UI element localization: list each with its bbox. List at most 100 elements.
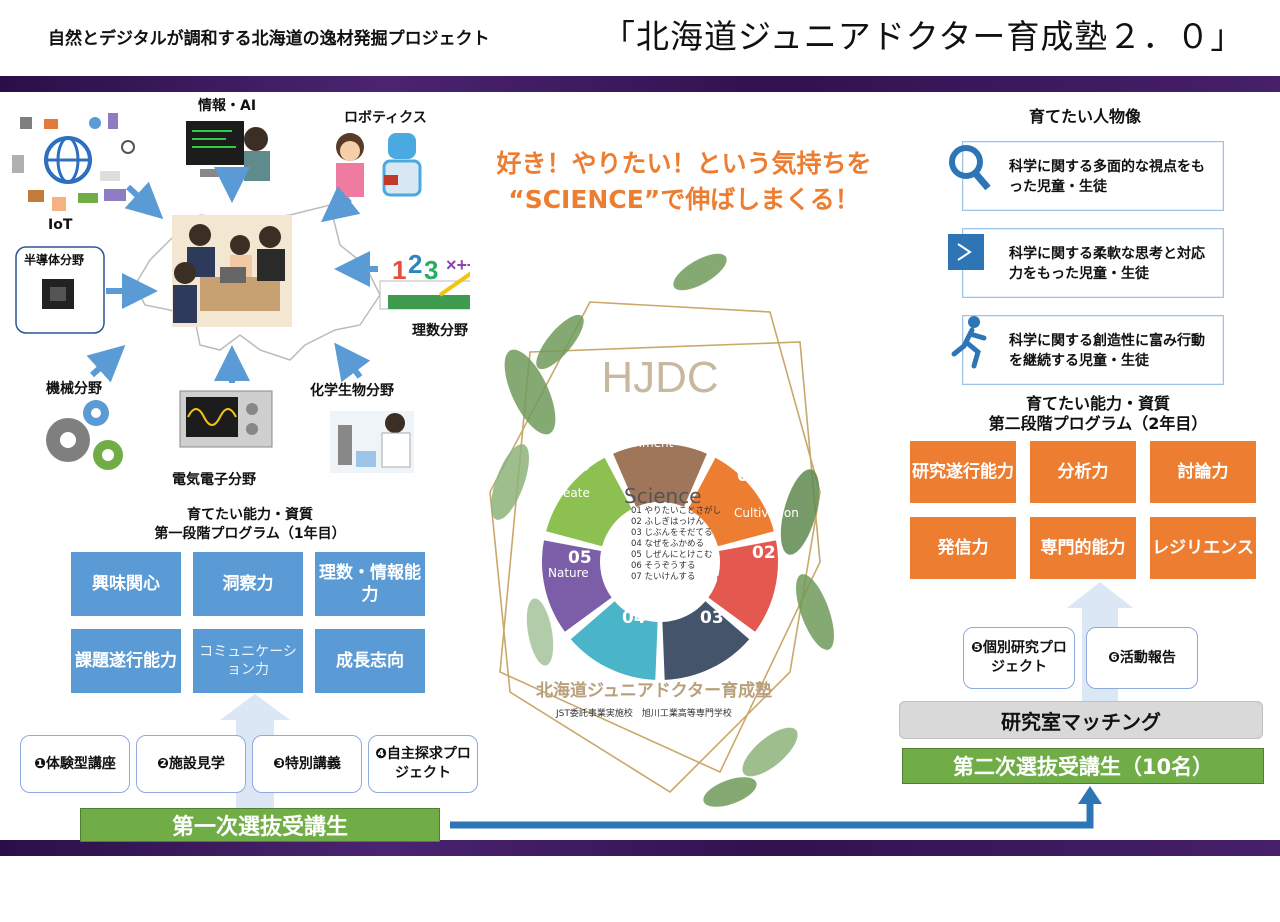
hjdc-logo: HJDC: [601, 353, 718, 402]
stage1-up-arrow-head: [220, 694, 290, 720]
persona-card: 科学に関する柔軟な思考と対応力をもった児童・生徒: [962, 228, 1224, 298]
stage1-heading-line1: 育てたい能力・資質: [187, 507, 313, 523]
skill-box: 研究遂行能力: [910, 441, 1016, 503]
stage2-heading-line2: 第二段階プログラム（2年目）: [988, 414, 1208, 433]
wheel-segment: [570, 601, 658, 680]
runner-icon: [951, 316, 987, 369]
field-label-info-ai: 情報・AI: [198, 98, 257, 114]
seg-num: 01: [737, 466, 761, 486]
seg-num: 02: [752, 543, 776, 563]
program-box: ❻活動報告: [1086, 627, 1198, 689]
wheel-list-item: 07 たいけんする: [631, 572, 696, 583]
gold-frame: [489, 301, 821, 794]
stage2-up-arrow-head: [1067, 582, 1133, 608]
field-label-math: 理数分野: [412, 323, 468, 339]
seg-num: 03: [700, 608, 724, 628]
field-label-semiconductor: 半導体分野: [24, 253, 85, 267]
skill-box: 討論力: [1150, 441, 1256, 503]
oscilloscope-illustration: [179, 390, 273, 448]
skill-box: レジリエンス: [1150, 517, 1256, 579]
persona-text: 科学に関する多面的な視点をもった児童・生徒: [1009, 159, 1205, 195]
skill-box: 興味関心: [71, 552, 181, 616]
wheel-list-item: 01 やりたいことさがし: [631, 506, 722, 516]
svg-text:2: 2: [408, 249, 422, 279]
chemistry-illustration: [330, 411, 414, 473]
seg-label: Nature: [548, 566, 589, 580]
seg-label: Enhance: [626, 597, 678, 611]
foliage-icon: [491, 253, 834, 807]
title-lead: 自然とデジタルが調和する北海道の逸材発掘プロジェクト: [48, 29, 490, 49]
seg-num: 07: [644, 420, 668, 440]
gears-icon: [46, 400, 123, 470]
iot-icons: [12, 113, 135, 211]
seg-num: 05: [568, 548, 592, 568]
wheel-title: Science: [624, 484, 702, 508]
persona-icons: [948, 145, 991, 369]
math-illustration: 1 2 3 ×+÷: [379, 249, 470, 310]
program-box: ❺個別研究プロジェクト: [963, 627, 1075, 689]
skill-box: 洞察力: [193, 552, 303, 616]
title-main: 「北海道ジュニアドクター育成塾２．０」: [602, 17, 1245, 56]
wheel-segment: [688, 457, 774, 547]
hjdc-emblem: HJDC: [489, 253, 834, 807]
skill-box: 理数・情報能力: [315, 552, 425, 616]
magnifier-icon: [949, 145, 991, 191]
stage2-heading: 育てたい能力・資質 第二段階プログラム（2年目）: [958, 394, 1238, 434]
stage1-heading: 育てたい能力・資質 第一段階プログラム（1年目）: [150, 506, 350, 544]
wheel-list: 01 やりたいことさがし 02 ふしぎはっけん 03 じぶんをそだてる 04 な…: [631, 506, 721, 583]
wheel-segment: [662, 601, 750, 680]
top-band: [0, 76, 1280, 92]
seg-label: Experiment: [604, 436, 674, 450]
seg-num: 04: [622, 608, 646, 628]
slogan-line2: “SCIENCE”で伸ばしまくる！: [508, 185, 860, 215]
seg-label: Search: [704, 442, 746, 456]
field-label-iot: IoT: [48, 217, 73, 233]
svg-text:3: 3: [424, 255, 438, 285]
persona-text: 科学に関する創造性に富み行動を継続する児童・生徒: [1009, 333, 1205, 369]
persona-heading: 育てたい人物像: [1028, 107, 1141, 126]
skill-box: 発信力: [910, 517, 1016, 579]
skill-box: 専門的能力: [1030, 517, 1136, 579]
program-box: ❷施設見学: [136, 735, 246, 793]
org-sub: JST委託事業実施校 旭川工業高等専門学校: [556, 709, 732, 719]
program-box: ❹自主探求プロジェクト: [368, 735, 478, 793]
persona-text: 科学に関する柔軟な思考と対応力をもった児童・生徒: [1009, 246, 1205, 282]
persona-card: 科学に関する多面的な視点をもった児童・生徒: [962, 141, 1224, 211]
field-label-mechanical: 機械分野: [46, 381, 102, 397]
wheel-list-item: 06 そうぞうする: [631, 561, 696, 572]
cohort-connector: [450, 786, 1102, 829]
field-label-electrical: 電気電子分野: [172, 472, 256, 488]
wheel-list-item: 03 じぶんをそだてる: [631, 528, 713, 539]
wheel-segment: [708, 540, 778, 632]
slogan: 好き！やりたい！という気持ちを “SCIENCE”で伸ばしまくる！: [444, 146, 924, 219]
stage2-heading-line1: 育てたい能力・資質: [1025, 394, 1170, 413]
program-box: ❸特別講義: [252, 735, 362, 793]
wheel-segment: [613, 443, 707, 507]
persona-card: 科学に関する創造性に富み行動を継続する児童・生徒: [962, 315, 1224, 385]
seg-label: Create: [550, 486, 590, 500]
wheel-list-item: 04 なぜをふかめる: [631, 539, 705, 550]
skill-box: 成長志向: [315, 629, 425, 693]
lab-matching: 研究室マッチング: [899, 701, 1263, 739]
field-arrows: [86, 167, 378, 383]
flexible-icon: [948, 234, 984, 270]
stage2-cohort: 第二次選抜受講生（10名）: [902, 748, 1264, 784]
ai-computer-illustration: [186, 121, 270, 181]
science-wheel: [542, 443, 778, 680]
fields-illustration: 1 2 3 ×+÷: [12, 113, 470, 473]
seg-label: I: [716, 574, 720, 588]
svg-text:1: 1: [392, 255, 406, 285]
skill-box: 課題遂行能力: [71, 629, 181, 693]
slogan-line1: 好き！やりたい！という気持ちを: [496, 149, 872, 178]
wheel-list-item: 02 ふしぎはっけん: [631, 517, 705, 528]
skill-box: 分析力: [1030, 441, 1136, 503]
wheel-list-item: 05 しぜんにとけこむ: [631, 550, 713, 561]
seg-label: Cultivation: [734, 506, 799, 520]
bottom-band: [0, 840, 1280, 856]
svg-text:×+÷: ×+÷: [446, 255, 470, 275]
wheel-segment: [546, 457, 632, 547]
org-name: 北海道ジュニアドクター育成塾: [536, 681, 773, 701]
field-label-robotics: ロボティクス: [344, 110, 427, 126]
stage1-cohort: 第一次選抜受講生: [80, 808, 440, 842]
wheel-segment: [542, 540, 612, 632]
